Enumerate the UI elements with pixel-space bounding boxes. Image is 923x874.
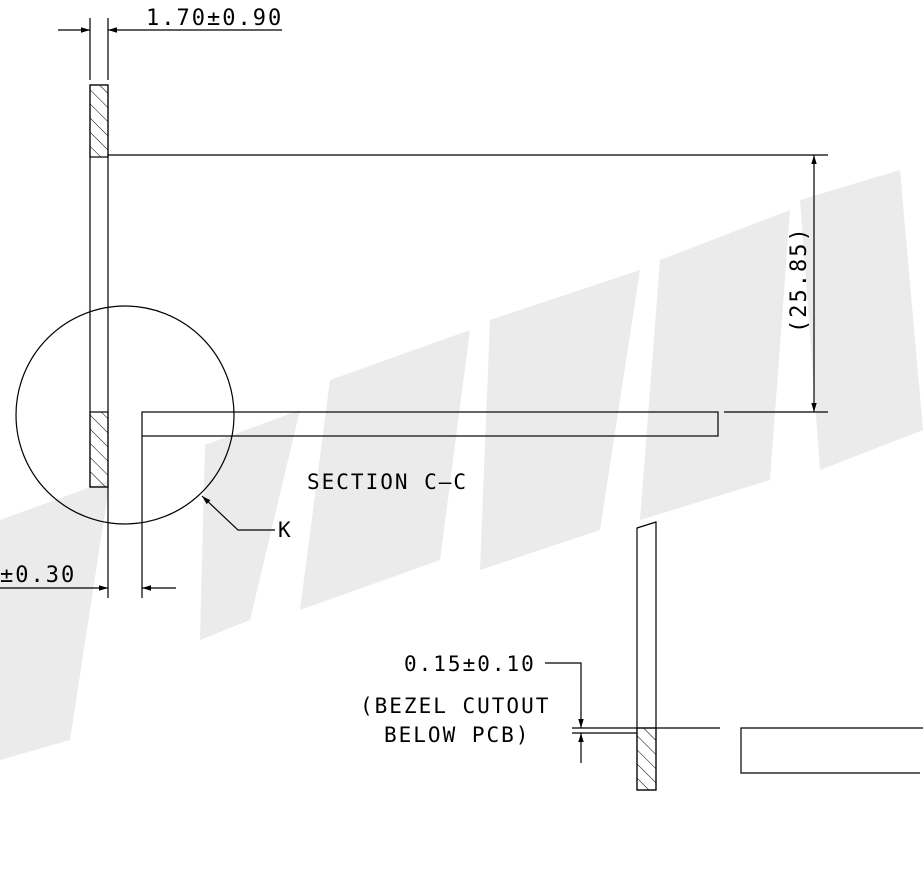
horizontal-pcb bbox=[141, 411, 719, 437]
dim-bezel-offset: 0.15±0.10 bbox=[404, 652, 536, 676]
watermark-logo bbox=[0, 170, 923, 760]
hatch-top bbox=[89, 84, 109, 158]
detail-circle bbox=[15, 305, 235, 525]
offset-leader bbox=[545, 662, 584, 728]
section-label: SECTION C–C bbox=[307, 470, 468, 494]
detail-pcb bbox=[740, 727, 923, 774]
note-line-1: (BEZEL CUTOUT bbox=[360, 694, 550, 718]
detail-wall-hatch bbox=[636, 727, 657, 791]
dim-top-width: 1.70±0.90 bbox=[146, 6, 283, 31]
hatch-bottom bbox=[89, 411, 109, 488]
detail-leader bbox=[201, 495, 275, 531]
dim-left-gap: ±0.30 bbox=[0, 563, 76, 588]
dim-height: (25.85) bbox=[787, 226, 812, 333]
note-line-2: BELOW PCB) bbox=[384, 723, 530, 747]
detail-label: K bbox=[278, 518, 293, 542]
